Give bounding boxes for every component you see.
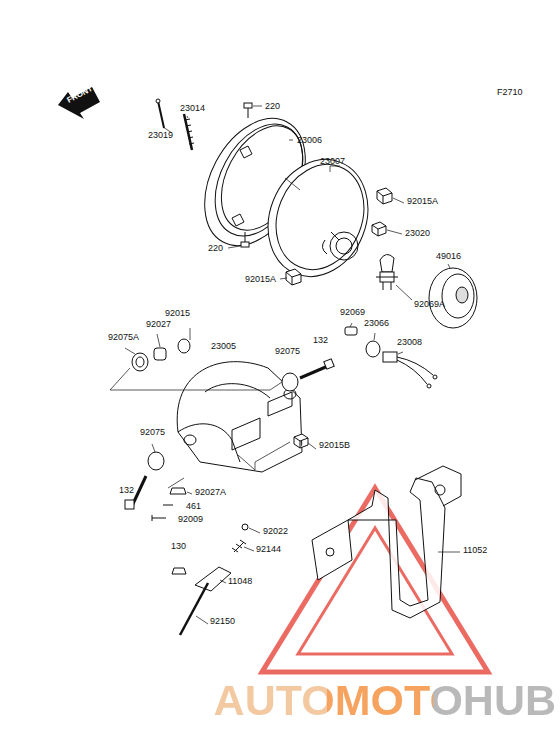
headlight-bracket xyxy=(312,466,461,618)
callout-number: 92075 xyxy=(275,346,300,357)
callout-number: 92150 xyxy=(210,616,235,627)
headlight-lens xyxy=(251,144,385,291)
callout-number: 92075A xyxy=(108,332,139,343)
callout-number: 92027A xyxy=(195,487,226,498)
callout-number: 92015B xyxy=(319,440,350,451)
bulb-socket xyxy=(345,327,437,388)
callout-number: 23066 xyxy=(364,318,389,329)
headlight-housing xyxy=(177,362,302,472)
callout-number: 132 xyxy=(119,485,134,496)
dust-cap xyxy=(429,268,477,328)
callout-number: 92015 xyxy=(165,308,190,319)
callout-number: 92022 xyxy=(263,526,288,537)
callout-number: 92015A xyxy=(245,274,276,285)
headlight-bulb xyxy=(376,254,398,290)
callout-number: 130 xyxy=(171,541,186,552)
callout-number: 11052 xyxy=(463,545,487,556)
callout-number: 92015A xyxy=(407,196,438,207)
callout-number: 92075 xyxy=(140,427,165,438)
callout-number: 23008 xyxy=(397,337,422,348)
callout-number: 220 xyxy=(208,243,223,254)
callout-number: 49016 xyxy=(436,251,461,262)
bolt xyxy=(125,359,334,509)
callout-number: 132 xyxy=(313,335,328,346)
callout-number: 92069 xyxy=(340,307,365,318)
callout-number: 23019 xyxy=(148,130,173,141)
callout-number: 23006 xyxy=(297,135,322,146)
watermark: AUTOMOTOHUB xyxy=(214,676,556,724)
screw xyxy=(241,103,252,247)
figure-code: F2710 xyxy=(497,87,523,98)
grommet xyxy=(132,339,308,470)
callout-number: 23020 xyxy=(405,228,430,239)
leader-line xyxy=(110,106,460,624)
clip xyxy=(286,188,392,285)
callout-number: 23014 xyxy=(180,103,205,114)
callout-number: 220 xyxy=(265,101,280,112)
callout-number: 23005 xyxy=(211,341,236,352)
callout-number: 23007 xyxy=(320,156,345,167)
callout-number: 461 xyxy=(186,501,201,512)
callout-number: 92069A xyxy=(414,299,445,310)
callout-number: 92144 xyxy=(256,544,281,555)
callout-number: 92009 xyxy=(178,514,203,525)
callout-number: 11048 xyxy=(228,576,252,587)
callout-number: 92027 xyxy=(146,319,171,330)
small-fasteners xyxy=(152,488,248,635)
